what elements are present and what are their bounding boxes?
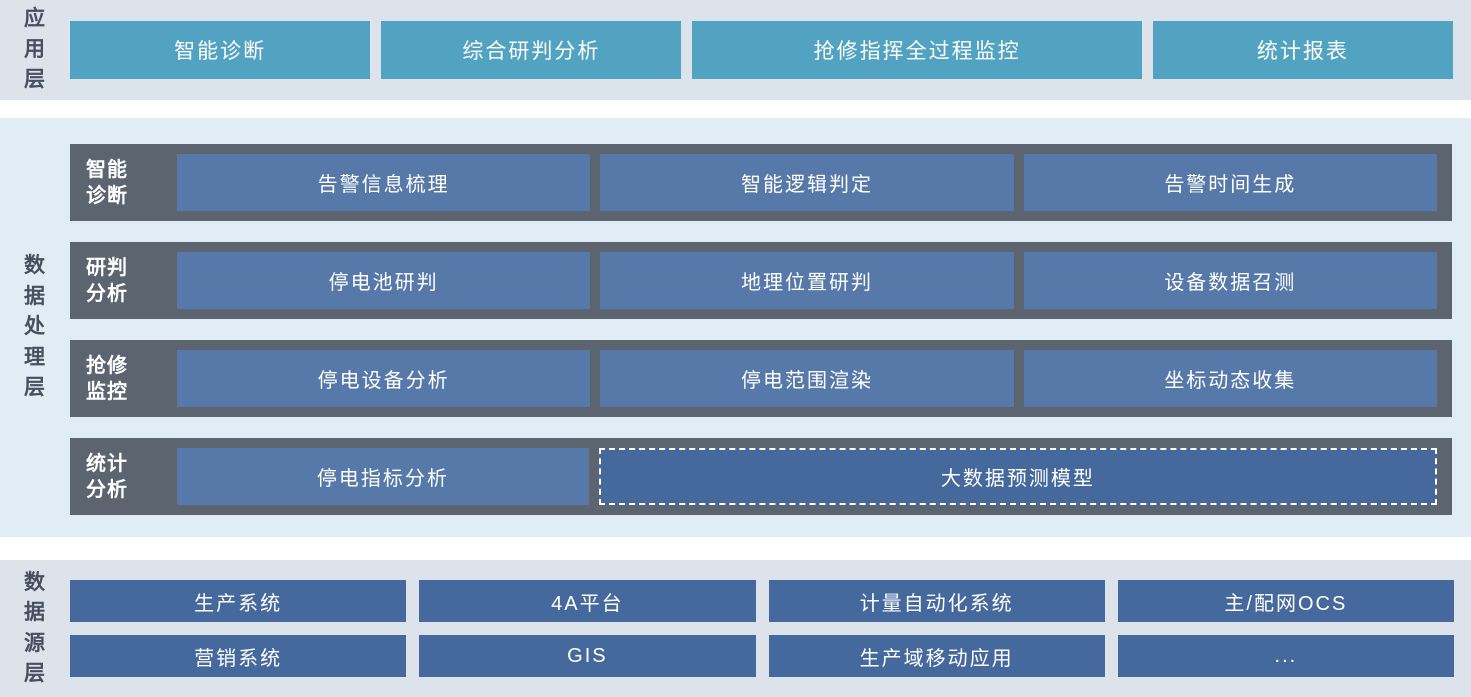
ds-button-label: ... bbox=[1274, 644, 1298, 667]
proc-button-label: 坐标动态收集 bbox=[1164, 370, 1297, 392]
proc-button-label: 地理位置研判 bbox=[740, 272, 873, 294]
processing-layer-rows: 智能 诊断 告警信息梳理 智能逻辑判定 告警时间生成 研判 分析 bbox=[70, 118, 1452, 537]
ds-button-label: 主/配网OCS bbox=[1224, 592, 1348, 615]
datasource-row: 营销系统 GIS 生产域移动应用 ... bbox=[70, 635, 1454, 677]
ds-button-production-system[interactable]: 生产系统 bbox=[70, 580, 407, 622]
app-button-label: 统计报表 bbox=[1256, 40, 1349, 63]
ds-button-production-mobile-app[interactable]: 生产域移动应用 bbox=[768, 635, 1105, 677]
ds-button-label: 生产系统 bbox=[194, 592, 283, 615]
proc-button-coordinate-dynamic-collection[interactable]: 坐标动态收集 bbox=[1023, 350, 1437, 407]
proc-row-repair-monitoring: 抢修 监控 停电设备分析 停电范围渲染 坐标动态收集 bbox=[70, 340, 1452, 417]
proc-button-outage-range-rendering[interactable]: 停电范围渲染 bbox=[600, 350, 1014, 407]
app-button-comprehensive-analysis[interactable]: 综合研判分析 bbox=[381, 21, 682, 79]
app-button-repair-command-monitoring[interactable]: 抢修指挥全过程监控 bbox=[692, 21, 1142, 79]
ds-button-label: GIS bbox=[567, 644, 608, 667]
proc-button-label: 大数据预测模型 bbox=[940, 468, 1095, 490]
proc-row-label: 抢修 监控 bbox=[86, 354, 128, 403]
proc-row-buttons: 停电设备分析 停电范围渲染 坐标动态收集 bbox=[177, 350, 1437, 407]
datasource-row: 生产系统 4A平台 计量自动化系统 主/配网OCS bbox=[70, 580, 1454, 622]
proc-button-label: 停电池研判 bbox=[328, 272, 439, 294]
proc-button-label: 智能逻辑判定 bbox=[740, 174, 873, 196]
proc-button-label: 停电范围渲染 bbox=[740, 370, 873, 392]
proc-button-label: 告警时间生成 bbox=[1164, 174, 1297, 196]
ds-button-main-distribution-ocs[interactable]: 主/配网OCS bbox=[1117, 580, 1454, 622]
processing-layer-label: 数 据 处 理 层 bbox=[24, 254, 46, 400]
proc-button-device-data-reading[interactable]: 设备数据召测 bbox=[1023, 252, 1437, 309]
proc-row-label: 统计 分析 bbox=[86, 452, 128, 501]
app-button-intelligent-diagnosis[interactable]: 智能诊断 bbox=[70, 21, 371, 79]
proc-button-outage-judgment[interactable]: 停电池研判 bbox=[177, 252, 591, 309]
application-layer-buttons: 智能诊断 综合研判分析 抢修指挥全过程监控 统计报表 bbox=[70, 0, 1453, 100]
app-button-label: 综合研判分析 bbox=[462, 40, 601, 63]
datasource-layer-rows: 生产系统 4A平台 计量自动化系统 主/配网OCS 营销系统 GIS bbox=[70, 560, 1454, 697]
proc-row-label: 智能 诊断 bbox=[86, 158, 128, 207]
ds-button-label: 营销系统 bbox=[194, 647, 283, 670]
proc-button-alarm-info-sorting[interactable]: 告警信息梳理 bbox=[177, 154, 591, 211]
ds-button-gis[interactable]: GIS bbox=[419, 635, 756, 677]
datasource-layer-band: 数 据 源 层 生产系统 4A平台 计量自动化系统 主/配网OCS 营销系统 bbox=[0, 560, 1471, 697]
ds-button-4a-platform[interactable]: 4A平台 bbox=[419, 580, 756, 622]
proc-row-buttons: 告警信息梳理 智能逻辑判定 告警时间生成 bbox=[177, 154, 1437, 211]
band-divider bbox=[0, 537, 1471, 560]
ds-button-metering-automation-system[interactable]: 计量自动化系统 bbox=[768, 580, 1105, 622]
processing-layer-band: 数 据 处 理 层 智能 诊断 告警信息梳理 智能逻辑判定 告警时间生成 bbox=[0, 118, 1471, 537]
proc-button-bigdata-prediction-model[interactable]: 大数据预测模型 bbox=[598, 448, 1437, 505]
application-layer-band: 应 用 层 智能诊断 综合研判分析 抢修指挥全过程监控 统计报表 bbox=[0, 0, 1471, 100]
proc-button-label: 停电指标分析 bbox=[316, 468, 449, 490]
application-layer-label-col: 应 用 层 bbox=[0, 0, 70, 100]
band-divider bbox=[0, 100, 1471, 118]
proc-row-label: 研判 分析 bbox=[86, 256, 128, 305]
proc-button-outage-indicator-analysis[interactable]: 停电指标分析 bbox=[177, 448, 589, 505]
proc-row-statistical-analysis: 统计 分析 停电指标分析 大数据预测模型 bbox=[70, 438, 1452, 515]
proc-row-intelligent-diagnosis: 智能 诊断 告警信息梳理 智能逻辑判定 告警时间生成 bbox=[70, 144, 1452, 221]
ds-button-more[interactable]: ... bbox=[1117, 635, 1454, 677]
proc-button-label: 告警信息梳理 bbox=[317, 174, 450, 196]
application-layer-label: 应 用 层 bbox=[24, 7, 46, 92]
proc-button-intelligent-logic-judgment[interactable]: 智能逻辑判定 bbox=[600, 154, 1014, 211]
datasource-layer-label-col: 数 据 源 层 bbox=[0, 560, 70, 697]
proc-row-buttons: 停电指标分析 大数据预测模型 bbox=[177, 448, 1437, 505]
proc-button-geolocation-judgment[interactable]: 地理位置研判 bbox=[600, 252, 1014, 309]
proc-button-outage-device-analysis[interactable]: 停电设备分析 bbox=[177, 350, 591, 407]
proc-button-alarm-time-generation[interactable]: 告警时间生成 bbox=[1023, 154, 1437, 211]
app-button-statistical-reports[interactable]: 统计报表 bbox=[1152, 21, 1453, 79]
processing-layer-label-col: 数 据 处 理 层 bbox=[0, 118, 70, 537]
ds-button-label: 4A平台 bbox=[551, 592, 624, 615]
proc-button-label: 停电设备分析 bbox=[317, 370, 450, 392]
ds-button-marketing-system[interactable]: 营销系统 bbox=[70, 635, 407, 677]
app-button-label: 抢修指挥全过程监控 bbox=[813, 40, 1021, 63]
proc-row-judgment-analysis: 研判 分析 停电池研判 地理位置研判 设备数据召测 bbox=[70, 242, 1452, 319]
proc-row-buttons: 停电池研判 地理位置研判 设备数据召测 bbox=[177, 252, 1437, 309]
proc-button-label: 设备数据召测 bbox=[1164, 272, 1297, 294]
app-button-label: 智能诊断 bbox=[174, 40, 267, 63]
ds-button-label: 计量自动化系统 bbox=[859, 592, 1014, 615]
ds-button-label: 生产域移动应用 bbox=[859, 647, 1014, 670]
datasource-layer-label: 数 据 源 层 bbox=[24, 570, 46, 685]
